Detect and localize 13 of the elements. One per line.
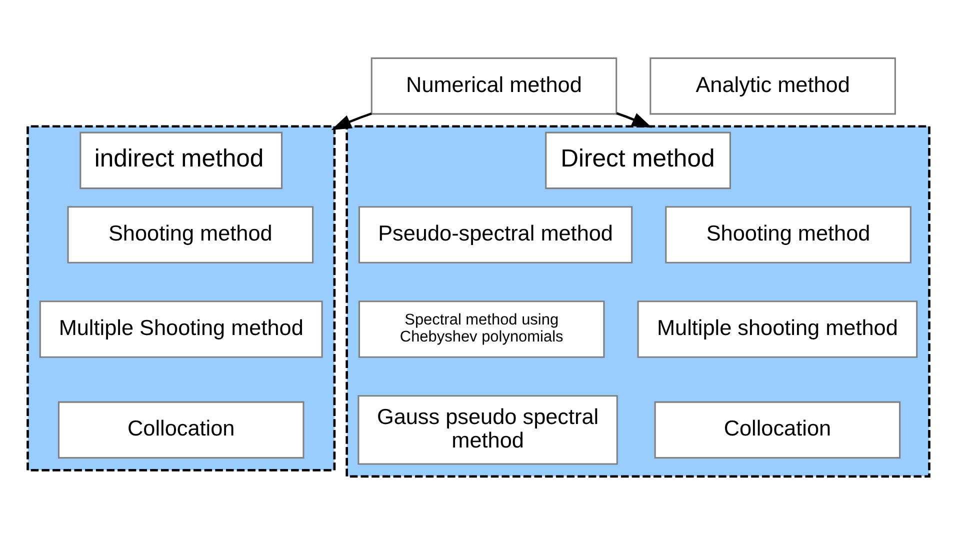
node-box: Gauss pseudo spectral method	[357, 394, 618, 464]
node-box: Collocation	[57, 400, 304, 458]
node-box: Shooting method	[664, 206, 911, 263]
node-box: Multiple shooting method	[636, 300, 918, 358]
node-box: Collocation	[654, 400, 900, 458]
node-box: Pseudo-spectral method	[358, 206, 632, 263]
arrow	[330, 112, 372, 130]
node-box: Analytic method	[649, 56, 896, 114]
node-box: Multiple Shooting method	[38, 300, 322, 358]
node-box: Shooting method	[66, 206, 314, 263]
arrow	[616, 112, 652, 128]
node-box: Numerical method	[370, 56, 617, 114]
node-box: Spectral method using Chebyshev polynomials	[358, 300, 604, 358]
